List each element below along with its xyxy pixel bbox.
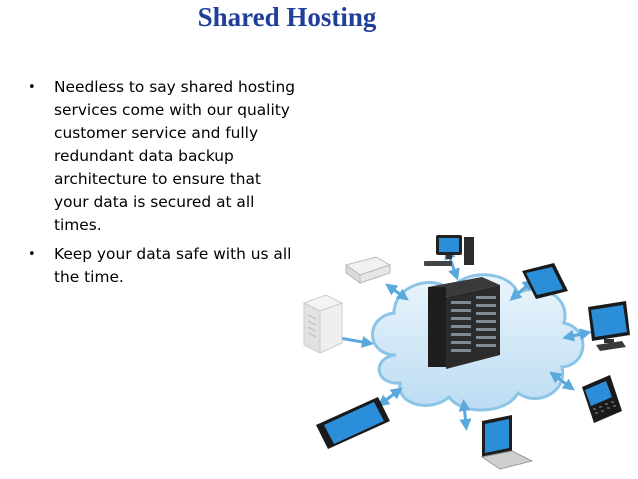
arrow-to-router bbox=[385, 283, 409, 301]
arrow-to-blackberry bbox=[549, 371, 575, 391]
bullet-item: • Needless to say shared hosting service… bbox=[26, 76, 296, 237]
bullet-icon: • bbox=[28, 80, 36, 95]
cloud-network-diagram bbox=[302, 235, 630, 470]
storage-box-icon bbox=[302, 294, 344, 354]
monitor-icon bbox=[588, 301, 630, 351]
bullet-item: • Keep your data safe with us all the ti… bbox=[26, 243, 296, 289]
bullet-list: • Needless to say shared hosting service… bbox=[26, 76, 296, 295]
bullet-icon: • bbox=[28, 247, 36, 262]
arrow-to-monitor bbox=[562, 328, 592, 342]
server-rack-icon bbox=[428, 277, 500, 369]
smartphone-icon bbox=[316, 397, 390, 449]
arrow-to-tablet bbox=[509, 279, 535, 301]
router-icon bbox=[344, 256, 392, 284]
slide-title: Shared Hosting bbox=[197, 2, 377, 32]
blackberry-phone-icon bbox=[582, 375, 622, 423]
tablet-icon bbox=[522, 263, 568, 299]
bullet-text: Needless to say shared hosting services … bbox=[54, 78, 296, 234]
desktop-computer-icon bbox=[424, 235, 474, 266]
arrow-to-smartphone bbox=[377, 387, 403, 407]
laptop-icon bbox=[480, 415, 534, 470]
bullet-text: Keep your data safe with us all the time… bbox=[54, 245, 292, 286]
arrow-to-laptop bbox=[458, 399, 472, 431]
